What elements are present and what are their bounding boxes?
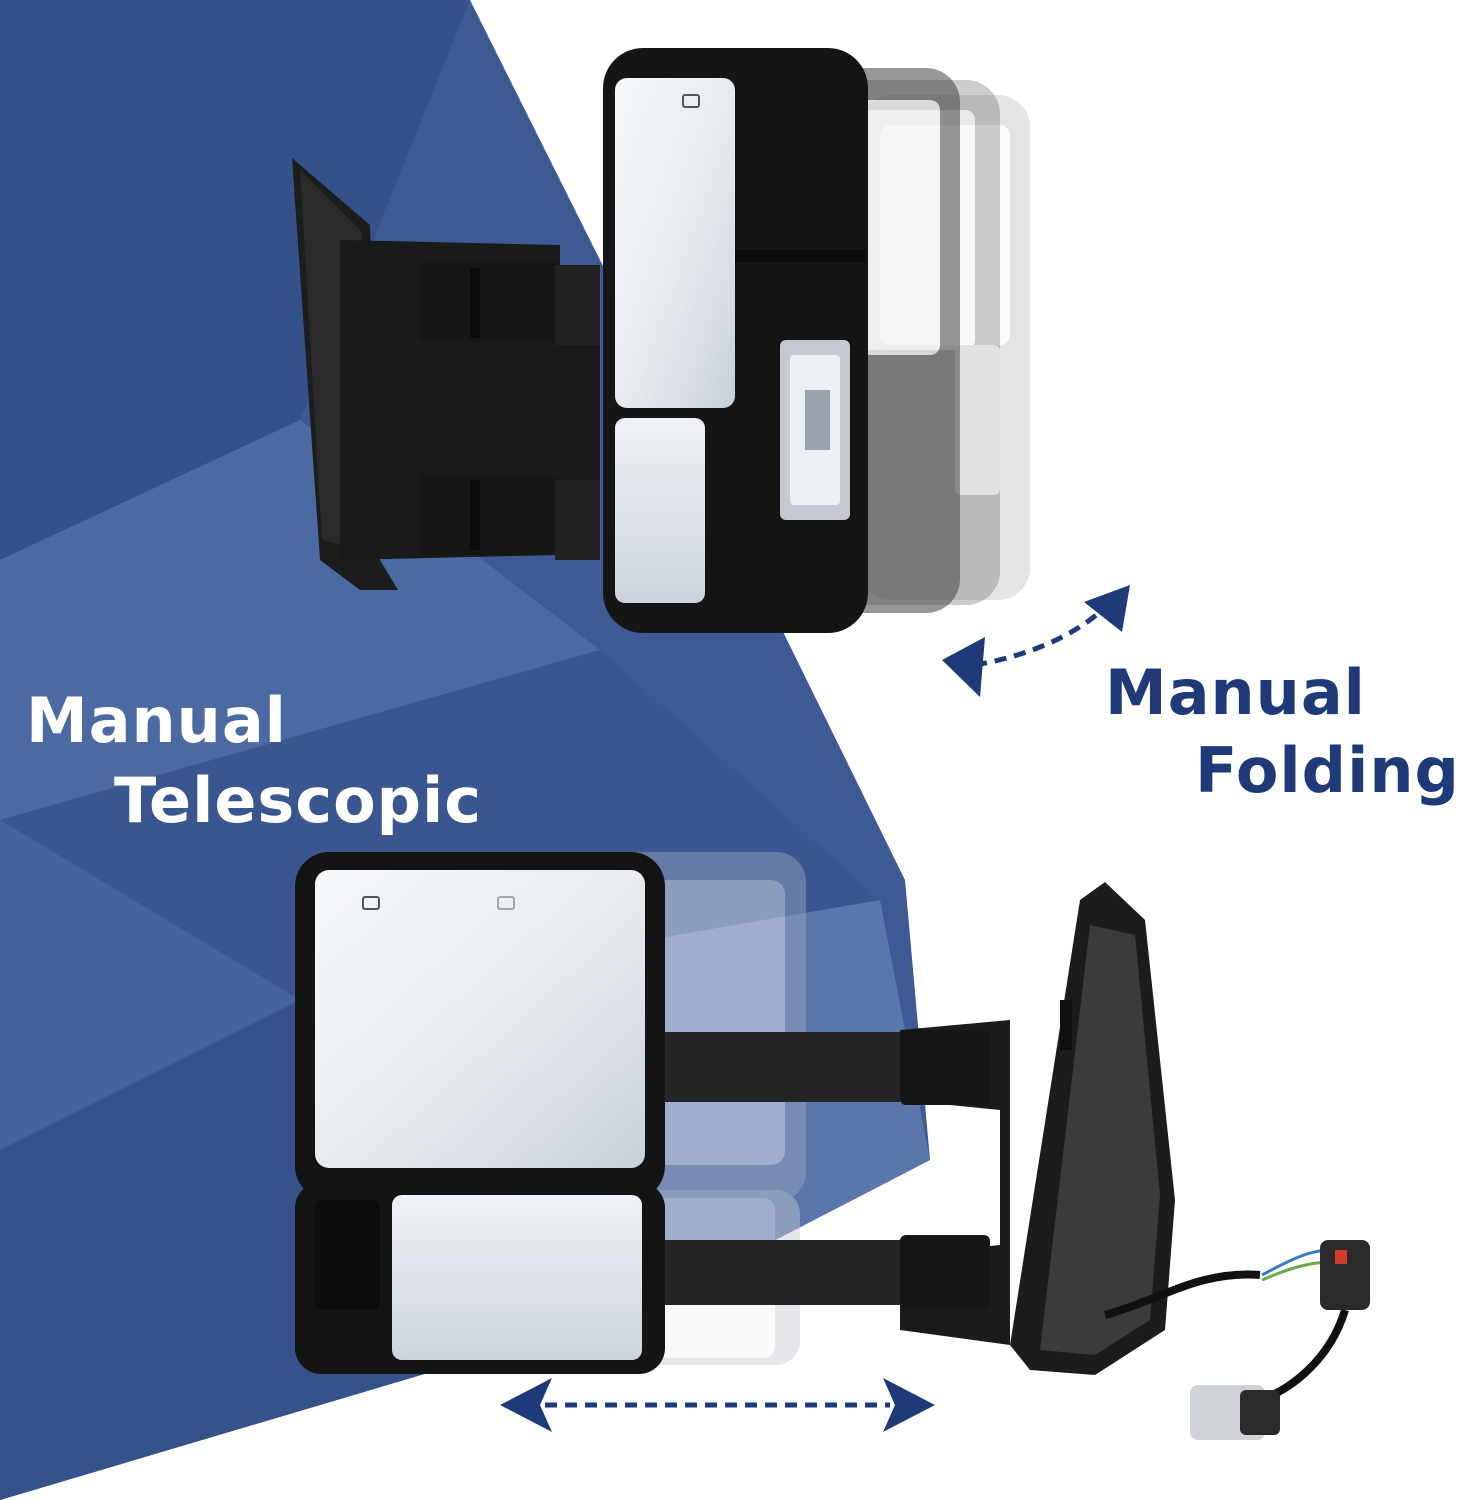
defrost-icon xyxy=(362,896,380,910)
telescopic-mirror xyxy=(295,852,1175,1375)
wire-harness xyxy=(1103,1240,1370,1440)
defrost-icon xyxy=(682,94,700,108)
folding-label-line1: Manual xyxy=(1105,656,1366,729)
telescopic-label-line2: Telescopic xyxy=(114,764,483,837)
curved-double-arrow-icon xyxy=(942,585,1130,697)
horizontal-double-arrow-icon xyxy=(500,1378,935,1432)
folding-label-line2: Folding xyxy=(1195,734,1460,807)
folding-mirror xyxy=(292,48,868,633)
telescopic-label-line1: Manual xyxy=(26,684,287,757)
